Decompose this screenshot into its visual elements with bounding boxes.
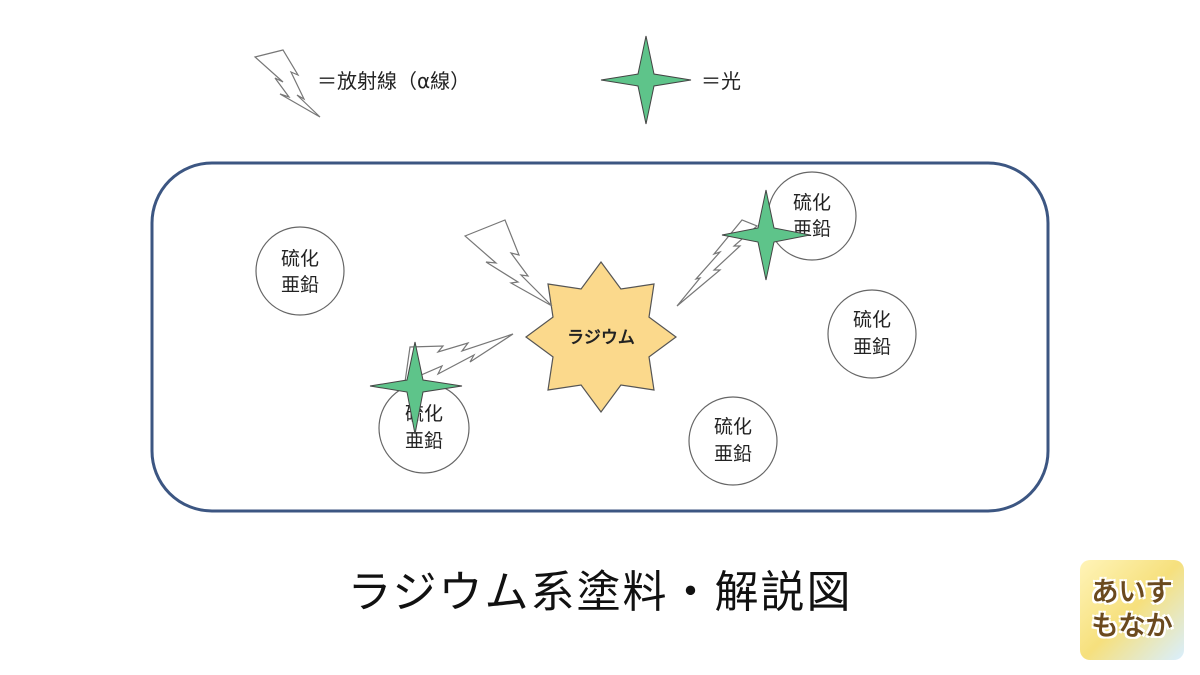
zinc-sulfide-particle: 硫化 亜鉛	[378, 382, 470, 474]
zinc-sulfide-particle: 硫化 亜鉛	[827, 289, 917, 379]
lightning-bolt-icon	[463, 219, 553, 307]
zinc-sulfide-particle: 硫化 亜鉛	[767, 171, 857, 261]
logo-line1: あいす	[1091, 577, 1173, 608]
radiation-bolt-lower-left	[404, 333, 514, 383]
logo-line2: もなか	[1091, 611, 1173, 642]
site-logo: あいす もなか	[1080, 560, 1184, 660]
light-star-icon	[369, 341, 463, 435]
light-star-icon	[721, 189, 811, 281]
particle-label-line1: 硫化	[714, 416, 752, 438]
particle-label-line1: 硫化	[853, 309, 891, 331]
legend-light: ＝光	[600, 35, 741, 125]
four-point-star-icon	[600, 35, 692, 125]
particle-label-line2: 亜鉛	[853, 336, 891, 358]
radiation-bolt-upper-left	[463, 219, 553, 307]
radium-label: ラジウム	[567, 328, 635, 348]
legend-light-label: ＝光	[701, 69, 741, 93]
particle-label-line2: 亜鉛	[714, 443, 752, 465]
particle-label-line1: 硫化	[281, 248, 319, 270]
legend-radiation: ＝放射線（α線）	[253, 49, 470, 118]
particle-label-line2: 亜鉛	[281, 274, 319, 296]
particle-label-line2: 亜鉛	[405, 430, 443, 452]
lightning-bolt-icon	[404, 333, 514, 383]
radiation-bolt-upper-right	[676, 219, 759, 307]
lightning-bolt-icon	[676, 219, 759, 307]
paint-container	[150, 161, 1050, 513]
radium-source: ラジウム	[524, 260, 678, 414]
lightning-bolt-icon	[253, 49, 321, 118]
legend-radiation-label: ＝放射線（α線）	[317, 69, 470, 93]
diagram-caption: ラジウム系塗料・解説図	[347, 567, 853, 618]
zinc-sulfide-particle: 硫化 亜鉛	[688, 396, 778, 486]
zinc-sulfide-particle: 硫化 亜鉛	[255, 226, 345, 316]
particle-label-line1: 硫化	[793, 192, 831, 214]
